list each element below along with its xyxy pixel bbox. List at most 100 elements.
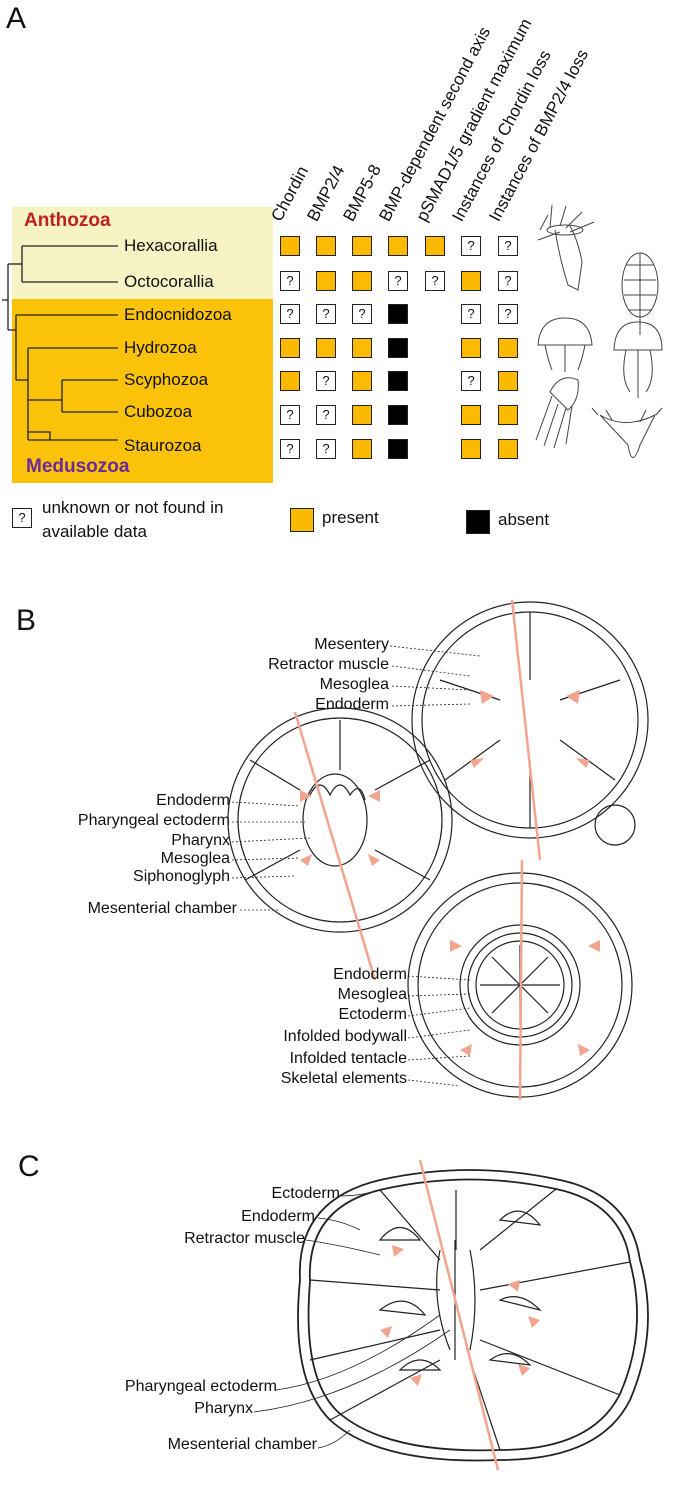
matrix-cell bbox=[388, 338, 408, 358]
scyphomedusa-sketch bbox=[613, 321, 663, 398]
b-label-infolded-bodywall: Infolded bodywall bbox=[283, 1028, 407, 1045]
matrix-cell: ? bbox=[461, 236, 481, 256]
matrix-cell bbox=[280, 236, 300, 256]
c-axis-line bbox=[418, 1159, 500, 1471]
panel-b-letter: B bbox=[16, 604, 37, 637]
b-label-endoderm-left: Endoderm bbox=[156, 792, 230, 809]
b-label-retractor-muscle: Retractor muscle bbox=[268, 656, 389, 673]
matrix-cell bbox=[280, 338, 300, 358]
matrix-cell bbox=[280, 371, 300, 391]
matrix-cell bbox=[461, 439, 481, 459]
matrix-cell: ? bbox=[280, 405, 300, 425]
legend-unknown-swatch: ? bbox=[12, 508, 32, 528]
c-arrowheads bbox=[380, 1245, 540, 1386]
matrix-cell bbox=[352, 405, 372, 425]
matrix-cell bbox=[461, 338, 481, 358]
matrix-cell: ? bbox=[425, 271, 445, 291]
b-label-pharyngeal-ectoderm: Pharyngeal ectoderm bbox=[77, 812, 230, 829]
medusozoa-label: Medusozoa bbox=[26, 456, 130, 477]
cubomedusa-sketch bbox=[535, 377, 579, 449]
taxon-scyphozoa: Scyphozoa bbox=[124, 370, 209, 389]
phylogenetic-tree bbox=[2, 245, 118, 441]
legend-present-text: present bbox=[322, 508, 379, 527]
matrix-cell bbox=[316, 236, 336, 256]
matrix-cell bbox=[498, 439, 518, 459]
directive-axis-lines bbox=[293, 599, 542, 1101]
anthozoa-label: Anthozoa bbox=[24, 210, 111, 231]
b-label-mesenterial-chamber: Mesenterial chamber bbox=[87, 900, 237, 917]
matrix-cell bbox=[388, 371, 408, 391]
matrix-cell bbox=[425, 236, 445, 256]
matrix-cell: ? bbox=[388, 271, 408, 291]
anthozoan-polyp-section-illustration bbox=[253, 1159, 649, 1471]
taxon-endocnidozoa: Endocnidozoa bbox=[124, 305, 232, 324]
panel-a-letter: A bbox=[6, 2, 27, 35]
legend-absent-text: absent bbox=[498, 510, 550, 529]
medusozoa-box bbox=[12, 299, 273, 483]
matrix-cell bbox=[352, 271, 372, 291]
c-label-ectoderm: Ectoderm bbox=[271, 1185, 340, 1202]
matrix-cell bbox=[498, 371, 518, 391]
staurozoan-sketch bbox=[591, 407, 663, 458]
matrix-cell bbox=[352, 371, 372, 391]
legend-unknown-text: unknown or not found in available data bbox=[42, 498, 224, 541]
matrix-cell: ? bbox=[461, 371, 481, 391]
matrix-cell bbox=[498, 405, 518, 425]
b-label-siphonoglyph: Siphonoglyph bbox=[133, 868, 230, 885]
matrix-cell bbox=[388, 304, 408, 324]
b-label-mesoglea-top: Mesoglea bbox=[319, 676, 389, 693]
matrix-cell bbox=[461, 405, 481, 425]
panel-c-letter: C bbox=[18, 1150, 40, 1183]
b-label-ectoderm-bottom: Ectoderm bbox=[338, 1006, 407, 1023]
matrix-cell: ? bbox=[461, 304, 481, 324]
b-label-pharynx: Pharynx bbox=[171, 832, 230, 849]
polyp-left bbox=[227, 707, 453, 933]
organism-sketches bbox=[535, 204, 663, 458]
b-label-mesoglea-bottom: Mesoglea bbox=[337, 986, 407, 1003]
matrix-cell: ? bbox=[498, 304, 518, 324]
panel-c-leader-lines bbox=[253, 1189, 451, 1449]
legend-present-swatch bbox=[290, 508, 314, 532]
taxon-cubozoa: Cubozoa bbox=[124, 402, 193, 421]
matrix-cell: ? bbox=[352, 304, 372, 324]
matrix-cell bbox=[352, 338, 372, 358]
matrix-cell bbox=[352, 439, 372, 459]
taxon-hexacorallia: Hexacorallia bbox=[124, 236, 218, 255]
matrix-cell bbox=[461, 271, 481, 291]
anthozoan-cross-section-illustration bbox=[227, 599, 649, 1101]
matrix-cell: ? bbox=[280, 271, 300, 291]
b-label-mesentery: Mesentery bbox=[314, 636, 389, 653]
matrix-cell bbox=[388, 236, 408, 256]
c-label-pharyngeal-ectoderm: Pharyngeal ectoderm bbox=[124, 1378, 277, 1395]
matrix-cell: ? bbox=[280, 304, 300, 324]
matrix-cell: ? bbox=[316, 371, 336, 391]
c-label-retractor-muscle: Retractor muscle bbox=[184, 1230, 305, 1247]
octocoral-seapen-sketch bbox=[621, 252, 659, 335]
matrix-cell: ? bbox=[498, 271, 518, 291]
taxon-hydrozoa: Hydrozoa bbox=[124, 338, 197, 357]
matrix-cell: ? bbox=[316, 304, 336, 324]
b-label-mesoglea-left: Mesoglea bbox=[160, 850, 230, 867]
b-label-endoderm-bottom: Endoderm bbox=[333, 966, 407, 983]
hydromedusa-sketch bbox=[537, 317, 593, 372]
small-polyp bbox=[594, 804, 636, 846]
legend-absent-swatch bbox=[466, 510, 490, 534]
matrix-cell bbox=[388, 439, 408, 459]
matrix-cell: ? bbox=[498, 236, 518, 256]
c-label-endoderm: Endoderm bbox=[241, 1208, 315, 1225]
c-label-pharynx: Pharynx bbox=[194, 1400, 253, 1417]
anthozoa-box bbox=[12, 207, 273, 299]
matrix-cell bbox=[316, 338, 336, 358]
b-label-endoderm-top: Endoderm bbox=[315, 696, 389, 713]
taxon-staurozoa: Staurozoa bbox=[124, 436, 202, 455]
matrix-cell bbox=[388, 405, 408, 425]
matrix-cell: ? bbox=[280, 439, 300, 459]
b-label-skeletal-elements: Skeletal elements bbox=[280, 1070, 407, 1087]
taxon-octocorallia: Octocorallia bbox=[124, 272, 214, 291]
b-label-infolded-tentacle: Infolded tentacle bbox=[289, 1050, 407, 1067]
matrix-cell: ? bbox=[316, 439, 336, 459]
matrix-cell bbox=[316, 271, 336, 291]
hexacoral-polyp-sketch bbox=[537, 204, 595, 291]
matrix-cell: ? bbox=[316, 405, 336, 425]
panel-b-leader-lines bbox=[231, 645, 481, 1087]
